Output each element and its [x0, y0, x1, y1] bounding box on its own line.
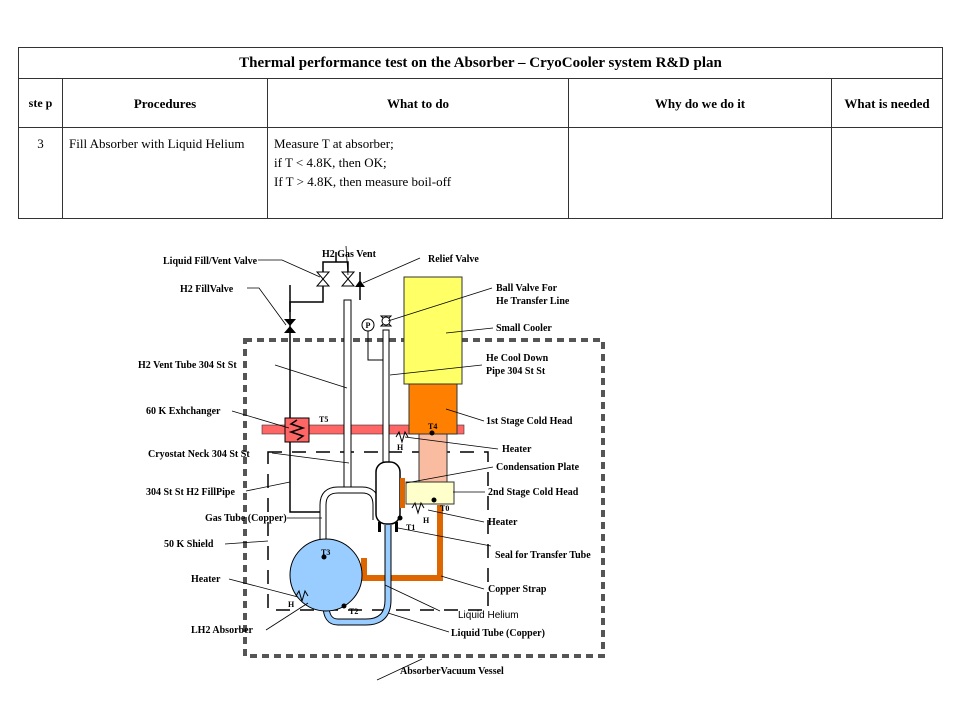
label-heater-upper: Heater [502, 444, 532, 455]
cell-needed [830, 127, 944, 219]
rd-plan-table: Thermal performance test on the Absorber… [17, 47, 944, 219]
vent-manifold [322, 261, 349, 272]
label-cryostat-neck: Cryostat Neck 304 St St [148, 449, 250, 460]
sensor-t2-dot [341, 603, 347, 609]
leader-lines-right [384, 287, 499, 633]
sensor-t4-dot [429, 430, 435, 436]
heater-absorber-icon [295, 589, 309, 603]
label-copper-strap: Copper Strap [488, 584, 547, 595]
h2-fill-pipe [289, 340, 325, 513]
label-small-cooler: Small Cooler [496, 323, 552, 334]
sensor-t3-label: T3 [321, 548, 330, 557]
h2-vent-tube [343, 299, 352, 491]
second-stage-cold-head [418, 433, 448, 483]
label-50k-shield: 50 K Shield [164, 539, 214, 550]
liquid-tube [323, 525, 391, 625]
label-he-cool-1: He Cool Down [486, 353, 549, 364]
seal-right [395, 522, 398, 532]
pressure-gauge [361, 318, 375, 332]
ball-valve-icon[interactable] [379, 315, 393, 327]
shield-50k [267, 451, 489, 611]
sensor-h-absorber-label: H [288, 600, 295, 609]
what-line-2: if T < 4.8K, then OK; [274, 155, 387, 170]
gauge-line [367, 330, 383, 361]
label-heater-left: Heater [191, 574, 221, 585]
label-vacuum-vessel: AbsorberVacuum Vessel [400, 666, 504, 677]
cell-why [568, 127, 832, 219]
label-60k-exchanger: 60 K Exhchanger [146, 406, 221, 417]
label-liquid-fill-vent-valve: Liquid Fill/Vent Valve [163, 256, 258, 267]
heater-lower-icon [411, 501, 425, 515]
label-liquid-tube: Liquid Tube (Copper) [451, 628, 545, 639]
exchanger-bar [261, 424, 465, 435]
cell-step: 3 [18, 127, 63, 219]
label-h2-vent-tube: H2 Vent Tube 304 St St [138, 360, 237, 371]
relief-arrow [355, 280, 365, 287]
label-lh2-absorber: LH2 Absorber [191, 625, 254, 636]
header-what-to-do: What to do [267, 78, 569, 128]
gas-tube [320, 487, 379, 550]
sensor-t0-dot [431, 497, 437, 503]
label-condensation-plate: Condensation Plate [496, 462, 580, 473]
sensor-t5-label: T5 [319, 415, 328, 424]
what-line-3: If T > 4.8K, then measure boil-off [274, 174, 452, 189]
sensor-t0-label: T0 [440, 504, 449, 513]
condensation-plate [405, 481, 455, 505]
label-seal: Seal for Transfer Tube [495, 550, 591, 561]
copper-strap [361, 505, 443, 581]
fill-vent-connector [289, 285, 324, 312]
condenser-pot [375, 461, 401, 525]
label-relief-valve: Relief Valve [428, 254, 479, 265]
label-fill-pipe: 304 St St H2 FillPipe [146, 487, 235, 498]
exchanger-coil-icon [288, 419, 306, 441]
sensor-t1-label: T1 [406, 523, 415, 532]
liquid-fill-vent-valve-icon[interactable] [315, 271, 331, 287]
label-ball-valve-2: He Transfer Line [496, 296, 570, 307]
sensor-h-upper-label: H [397, 443, 404, 452]
first-stage-cold-head [408, 383, 458, 435]
sensor-t2-label: T2 [349, 607, 358, 616]
label-liquid-helium: Liquid Helium [458, 610, 519, 621]
sensor-t3-dot [321, 554, 327, 560]
leader-lines-left [224, 245, 423, 681]
cell-procedure: Fill Absorber with Liquid Helium [62, 127, 268, 219]
header-needed: What is needed [830, 78, 944, 128]
label-he-cool-2: Pipe 304 St St [486, 366, 546, 377]
label-second-stage: 2nd Stage Cold Head [488, 487, 579, 498]
h2-fill-valve-icon[interactable] [284, 319, 296, 333]
sensor-t4-label: T4 [428, 422, 437, 431]
label-gas-tube: Gas Tube (Copper) [205, 513, 287, 524]
label-ball-valve-1: Ball Valve For [496, 283, 558, 294]
small-cooler [403, 276, 463, 385]
he-cool-down-pipe [382, 329, 390, 466]
heater-upper-icon [395, 430, 409, 444]
label-h2-fill-valve: H2 FillValve [180, 284, 234, 295]
cell-what-to-do: Measure T at absorber; if T < 4.8K, then… [267, 127, 569, 219]
what-line-1: Measure T at absorber; [274, 136, 394, 151]
table-title: Thermal performance test on the Absorber… [17, 47, 944, 79]
label-heater-lower: Heater [488, 517, 518, 528]
header-step: ste p [18, 78, 63, 128]
label-h2-gas-vent: H2 Gas Vent [322, 249, 377, 260]
sensor-h-lower-label: H [423, 516, 430, 525]
table-row: 3 Fill Absorber with Liquid Helium Measu… [18, 127, 944, 219]
label-first-stage: 1st Stage Cold Head [486, 416, 573, 427]
pressure-gauge-label: P [366, 321, 371, 330]
vacuum-vessel [243, 338, 605, 658]
plate-flange [400, 478, 405, 508]
sensor-t1-dot [397, 515, 403, 521]
lh2-absorber [289, 538, 363, 612]
seal-left [378, 522, 381, 532]
